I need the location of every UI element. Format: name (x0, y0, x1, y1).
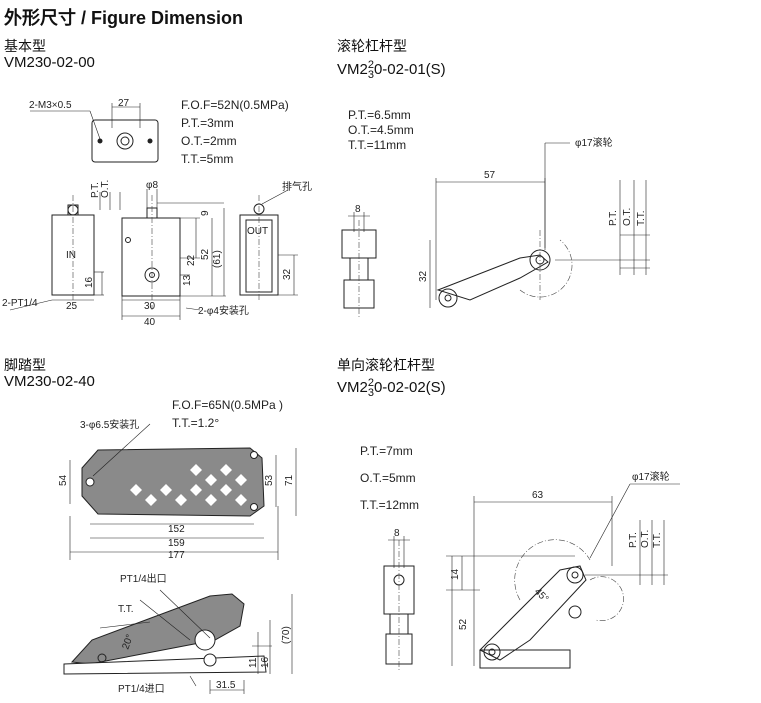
basic-front-view (99, 189, 226, 320)
foot-out-label: PT1/4出口 (120, 572, 167, 585)
oneway-dim-63: 63 (532, 490, 544, 501)
foot-dim-177: 177 (168, 550, 185, 561)
basic-type-name: 基本型 (4, 38, 46, 54)
basic-in-label: IN (66, 250, 76, 261)
basic-dim-9: 9 (200, 210, 211, 216)
basic-dim-22: 22 (186, 254, 197, 266)
basic-dim-13: 13 (182, 274, 193, 286)
basic-right-view (239, 189, 298, 300)
basic-exhaust-label: 排气孔 (282, 180, 312, 193)
foot-dim-16: 16 (260, 656, 271, 668)
oneway-phi17-label: φ17滚轮 (632, 470, 670, 483)
foot-specs: F.O.F=65N(0.5MPa )T.T.=1.2° (172, 398, 284, 430)
roller-phi17-label: φ17滚轮 (575, 136, 613, 149)
oneway-tt-label: T.T. (652, 532, 663, 548)
oneway-side-view (383, 536, 415, 672)
oneway-pt-label: P.T. (628, 532, 639, 548)
page-title: 外形尺寸 / Figure Dimension (4, 8, 244, 28)
basic-dim-40: 40 (144, 317, 156, 328)
oneway-angle-45: 45° (532, 586, 550, 604)
roller-dim-57: 57 (484, 170, 496, 181)
basic-dim-30: 30 (144, 301, 156, 312)
basic-dim-25: 25 (66, 301, 78, 312)
oneway-dim-52: 52 (458, 618, 469, 630)
oneway-front-view (446, 483, 680, 669)
oneway-dim-8: 8 (394, 528, 400, 539)
basic-dim-27: 27 (118, 98, 130, 109)
foot-tt-label: T.T. (118, 604, 134, 615)
foot-dim-159: 159 (168, 538, 185, 549)
foot-dim-53: 53 (264, 474, 275, 486)
foot-dim-11: 11 (248, 657, 259, 668)
basic-port-label: 2-PT1/4 (2, 298, 38, 309)
basic-left-view (9, 195, 104, 311)
basic-top-view (30, 103, 159, 163)
foot-mount-label: 3-φ6.5安装孔 (80, 418, 139, 431)
foot-dim-71: 71 (284, 474, 295, 486)
basic-ot-label: O.T. (100, 180, 111, 198)
foot-top-view (69, 423, 297, 560)
roller-tt-label: T.T. (636, 210, 647, 226)
basic-dim-52: 52 (200, 248, 211, 260)
foot-dim-54: 54 (58, 474, 69, 486)
foot-type-name: 脚踏型 (4, 357, 46, 373)
basic-screw-label: 2-M3×0.5 (29, 100, 72, 111)
foot-side-view (63, 589, 293, 694)
foot-type-model: VM230-02-40 (4, 373, 95, 390)
oneway-dim-14: 14 (450, 568, 461, 580)
foot-in-label: PT1/4进口 (118, 683, 165, 695)
foot-dim-152: 152 (168, 524, 185, 535)
basic-dim-16: 16 (84, 276, 95, 288)
roller-front-view (429, 142, 650, 308)
foot-dim-70: (70) (281, 626, 292, 644)
roller-dim-8: 8 (355, 204, 361, 215)
roller-type-name: 滚轮杠杆型 (337, 38, 407, 54)
basic-out-label: OUT (247, 226, 268, 237)
basic-dim-32: 32 (282, 268, 293, 280)
basic-pt-label: P.T. (90, 182, 101, 198)
basic-dim-61: (61) (212, 250, 223, 268)
basic-type-model: VM230-02-00 (4, 54, 95, 71)
roller-ot-label: O.T. (622, 208, 633, 226)
roller-dim-32: 32 (418, 270, 429, 282)
basic-mount-label: 2-φ4安装孔 (198, 304, 249, 317)
oneway-ot-label: O.T. (640, 530, 651, 548)
roller-side-view (341, 212, 377, 318)
foot-angle-20: 20° (120, 633, 136, 651)
roller-pt-label: P.T. (608, 210, 619, 226)
basic-phi8: φ8 (146, 180, 158, 191)
foot-dim-31-5: 31.5 (216, 680, 236, 691)
oneway-type-name: 单向滚轮杠杆型 (337, 357, 435, 373)
